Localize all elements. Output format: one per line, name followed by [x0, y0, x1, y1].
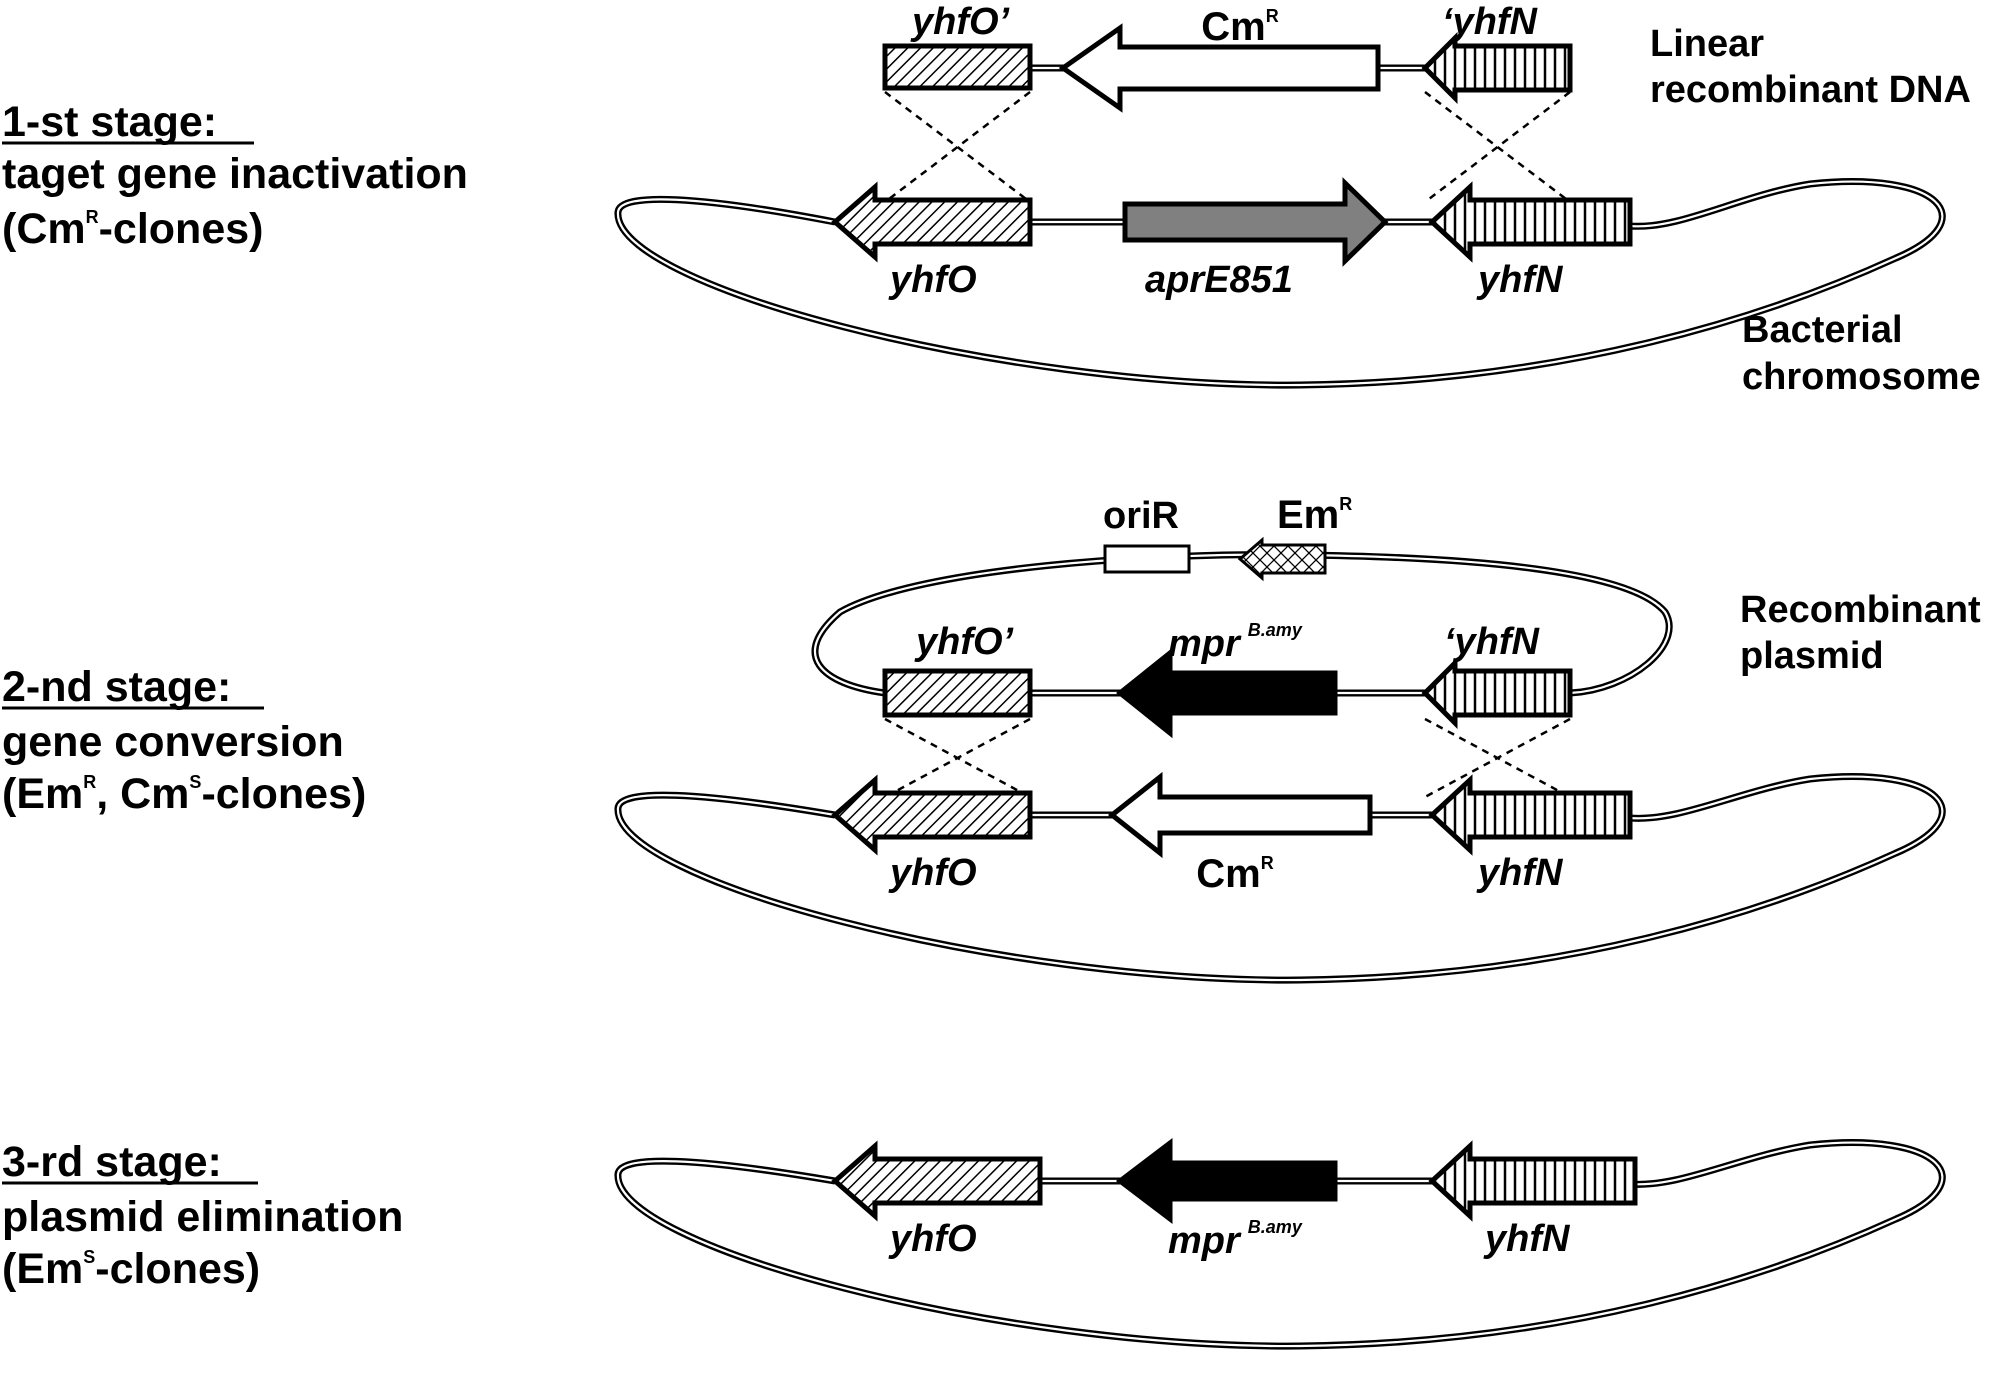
yhfO-prime-plasmid-label: yhfO’ — [914, 621, 1014, 663]
stage-2-crossover-lines — [884, 717, 1571, 799]
yhfN-label-2: yhfN — [1476, 852, 1564, 894]
yhfO-label-2: yhfO — [888, 852, 977, 894]
aprE851-gene-arrow — [1122, 177, 1389, 267]
yhfO-prime-fragment — [882, 43, 1033, 91]
stage-1-heading: 1-st stage: — [2, 98, 217, 146]
yhfO-prime-fragment-plasmid — [882, 668, 1033, 718]
yhfN-prime-fragment — [1421, 31, 1573, 105]
oriR-label: oriR — [1103, 495, 1179, 537]
yhfN-gene-arrow-2 — [1428, 774, 1633, 856]
stage-3-selection: (EmS-clones) — [2, 1245, 260, 1293]
yhfO-label-3: yhfO — [888, 1218, 977, 1260]
linear-dna-label-line1: Linear — [1650, 23, 1764, 65]
aprE851-label: aprE851 — [1145, 259, 1293, 301]
bacterial-chromosome-1: yhfO aprE851 yhfN — [614, 177, 1946, 389]
oriR-element — [1103, 544, 1191, 574]
stage-1-diagram: yhfO’ CmR ‘yhfN yhfO aprE851 yhfN — [614, 1, 1946, 389]
yhfN-gene-arrow — [1428, 181, 1633, 263]
plasmid-label-line1: Recombinant — [1740, 589, 1981, 631]
yhfO-gene-arrow — [831, 181, 1033, 263]
plasmid-label-line2: plasmid — [1740, 635, 1884, 677]
cmR-gene-arrow — [1058, 23, 1381, 113]
emR-gene-arrow — [1237, 536, 1327, 582]
stage-3-description: plasmid elimination — [2, 1193, 403, 1241]
yhfN-prime-fragment-plasmid — [1421, 656, 1573, 730]
stage-3-label: 3-rd stage: plasmid elimination (EmS-clo… — [2, 1138, 403, 1293]
stage-2-selection: (EmR, CmS-clones) — [2, 770, 366, 818]
linear-recombinant-dna: yhfO’ CmR ‘yhfN — [882, 1, 1573, 113]
stage-1-crossover-lines — [884, 91, 1571, 203]
linear-dna-label-line2: recombinant DNA — [1650, 69, 1971, 111]
chromosome-label-line2: chromosome — [1742, 356, 1981, 398]
cmR-gene-arrow-2 — [1107, 771, 1373, 859]
stage-1-selection: (CmR-clones) — [2, 205, 263, 253]
yhfO-gene-arrow-3 — [831, 1140, 1043, 1222]
yhfN-prime-label: ‘yhfN — [1442, 1, 1539, 43]
bacterial-chromosome-2: yhfO CmR yhfN — [614, 771, 1946, 984]
cmR-label-2: CmR — [1196, 852, 1273, 896]
yhfO-gene-arrow-2 — [831, 774, 1033, 856]
stage-1-description: taget gene inactivation — [2, 150, 468, 198]
stage-1-label: 1-st stage: taget gene inactivation (CmR… — [2, 98, 468, 253]
yhfN-label: yhfN — [1476, 259, 1564, 301]
yhfN-gene-arrow-3 — [1428, 1140, 1638, 1222]
yhfO-prime-label: yhfO’ — [910, 1, 1010, 43]
yhfO-label: yhfO — [888, 259, 977, 301]
stage-2-heading: 2-nd stage: — [2, 663, 231, 711]
stage-3-heading: 3-rd stage: — [2, 1138, 222, 1186]
emR-label: EmR — [1277, 493, 1352, 537]
yhfN-prime-plasmid-label: ‘yhfN — [1444, 621, 1541, 663]
cmR-label: CmR — [1201, 5, 1278, 49]
chromosome-label-line1: Bacterial — [1742, 309, 1903, 351]
yhfN-label-3: yhfN — [1483, 1218, 1571, 1260]
mpr-gene-arrow-3 — [1115, 1137, 1338, 1225]
stage-2-description: gene conversion — [2, 718, 344, 766]
stage-2-label: 2-nd stage: gene conversion (EmR, CmS-cl… — [2, 663, 366, 818]
mpr-gene-arrow-plasmid — [1115, 647, 1338, 739]
